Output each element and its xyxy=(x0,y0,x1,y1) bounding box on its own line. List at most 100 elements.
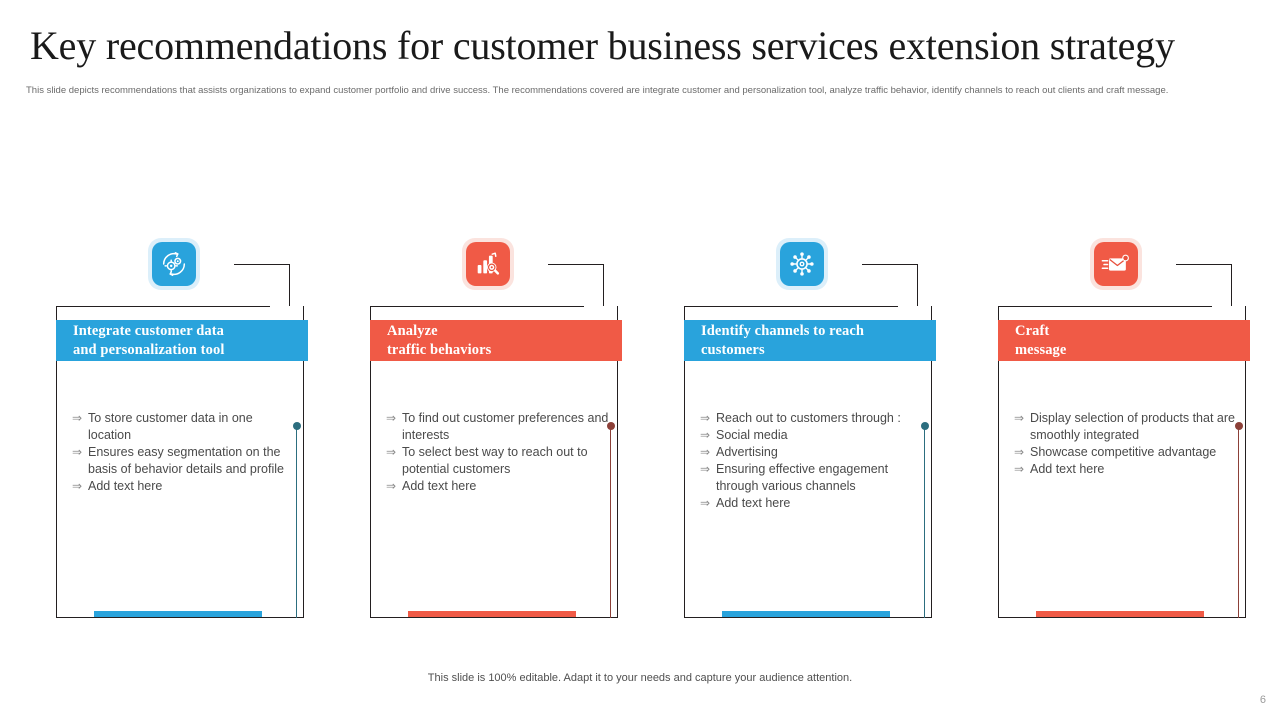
connector-vertical xyxy=(917,264,918,306)
connector-horizontal xyxy=(1176,264,1232,265)
card-icon-tile[interactable] xyxy=(462,238,514,290)
list-item-label: Add text here xyxy=(402,479,477,493)
card-icon-tile[interactable] xyxy=(148,238,200,290)
card-title-line2: traffic behaviors xyxy=(387,341,492,358)
list-item: ⇒ To select best way to reach out to pote… xyxy=(386,444,610,478)
list-item: ⇒Add text here xyxy=(72,478,296,495)
recommendation-card[interactable]: Identify channels to reach customers ⇒ Reac… xyxy=(672,228,976,624)
card-frame xyxy=(998,306,1246,618)
double-arrow-icon: ⇒ xyxy=(1014,445,1025,459)
recommendation-cards: Integrate customer data and personalizati… xyxy=(0,228,1280,628)
list-item: ⇒ Display selection of products that are … xyxy=(1014,410,1238,444)
page-title: Key recommendations for customer busines… xyxy=(30,23,1175,68)
list-item-label: Showcase competitive advantage xyxy=(1030,445,1217,459)
list-item: ⇒ Reach out to customers through : xyxy=(700,410,924,427)
card-title-line2: message xyxy=(1015,341,1067,358)
double-arrow-icon: ⇒ xyxy=(72,445,83,459)
list-item: ⇒ Add text here xyxy=(1014,461,1238,478)
card-stem xyxy=(292,422,301,618)
double-arrow-icon: ⇒ xyxy=(386,445,397,459)
card-stem-dot xyxy=(1234,422,1243,430)
card-accent-bar xyxy=(408,611,576,617)
list-item-label: Ensuring effective engagement through va… xyxy=(716,462,889,493)
card-title-line1: Craft xyxy=(1015,322,1050,339)
card-bullet-list: ⇒To store customer data in one location⇒… xyxy=(72,410,296,495)
card-frame xyxy=(684,306,932,618)
card-bullet-list: ⇒ Display selection of products that are … xyxy=(1014,410,1238,478)
card-stem-dot xyxy=(292,422,301,430)
list-item: ⇒ Showcase competitive advantage xyxy=(1014,444,1238,461)
card-title-line2: customers xyxy=(701,341,765,358)
card-icon-tile[interactable] xyxy=(776,238,828,290)
card-frame-top xyxy=(684,306,898,307)
double-arrow-icon: ⇒ xyxy=(700,445,711,459)
double-arrow-icon: ⇒ xyxy=(386,411,397,425)
card-stem-dot xyxy=(606,422,615,430)
double-arrow-icon: ⇒ xyxy=(700,496,711,510)
connector-vertical xyxy=(603,264,604,306)
list-item-label: Social media xyxy=(716,428,788,442)
list-item: ⇒ Add text here xyxy=(700,495,924,512)
gears-refresh-icon xyxy=(152,242,196,286)
card-frame xyxy=(370,306,618,618)
card-title-line1: Identify channels to reach xyxy=(701,322,865,339)
card-bullet-list: ⇒ To find out customer preferences and in… xyxy=(386,410,610,495)
card-bullet-list: ⇒ Reach out to customers through : ⇒ Social… xyxy=(700,410,924,512)
page-subtitle: This slide depicts recommendations that … xyxy=(26,85,1169,96)
connector-horizontal xyxy=(234,264,290,265)
connector-vertical xyxy=(289,264,290,306)
network-hub-icon xyxy=(780,242,824,286)
card-stem xyxy=(920,422,929,618)
list-item-label: To find out customer preferences and int… xyxy=(402,411,609,442)
card-frame xyxy=(56,306,304,618)
recommendation-card[interactable]: Analyze traffic behaviors ⇒ To find out cus… xyxy=(358,228,662,624)
list-item-label: Ensures easy segmentation on the basis o… xyxy=(88,445,284,476)
double-arrow-icon: ⇒ xyxy=(1014,462,1025,476)
footer-note: This slide is 100% editable. Adapt it to… xyxy=(427,672,853,684)
list-item-label: Display selection of products that are s… xyxy=(1030,411,1235,442)
card-title-line1: Integrate customer data xyxy=(73,322,225,339)
recommendation-card[interactable]: Craft message ⇒ Display selection of produ… xyxy=(986,228,1280,624)
list-item-label: To store customer data in one location xyxy=(88,411,253,442)
card-header-band: Identify channels to reach customers xyxy=(684,320,936,361)
card-icon-tile[interactable] xyxy=(1090,238,1142,290)
card-header-band: Analyze traffic behaviors xyxy=(370,320,622,361)
list-item-label: Add text here xyxy=(716,496,791,510)
card-accent-bar xyxy=(94,611,262,617)
recommendation-card[interactable]: Integrate customer data and personalizati… xyxy=(44,228,348,624)
double-arrow-icon: ⇒ xyxy=(386,479,397,493)
connector-horizontal xyxy=(862,264,918,265)
card-stem-dot xyxy=(920,422,929,430)
card-title-line1: Analyze xyxy=(387,322,438,339)
card-frame-top xyxy=(56,306,270,307)
card-title-line2: and personalization tool xyxy=(73,341,225,358)
card-header-band: Integrate customer data and personalizati… xyxy=(56,320,308,361)
list-item: ⇒ Ensures easy segmentation on the basis … xyxy=(72,444,296,478)
card-header-band: Craft message xyxy=(998,320,1250,361)
connector-horizontal xyxy=(548,264,604,265)
card-frame-top xyxy=(370,306,584,307)
double-arrow-icon: ⇒ xyxy=(700,411,711,425)
list-item: ⇒ Social media xyxy=(700,427,924,444)
list-item-label: Reach out to customers through : xyxy=(716,411,901,425)
card-accent-bar xyxy=(722,611,890,617)
list-item-label: Add text here xyxy=(88,479,163,493)
list-item-label: Add text here xyxy=(1030,462,1105,476)
list-item: ⇒ Add text here xyxy=(386,478,610,495)
list-item: ⇒ To store customer data in one location xyxy=(72,410,296,444)
double-arrow-icon: ⇒ xyxy=(72,411,83,425)
list-item: ⇒ Advertising xyxy=(700,444,924,461)
list-item-label: Advertising xyxy=(716,445,778,459)
envelope-notification-icon xyxy=(1094,242,1138,286)
list-item: ⇒ Ensuring effective engagement through v… xyxy=(700,461,924,495)
double-arrow-icon: ⇒ xyxy=(700,462,711,476)
card-stem xyxy=(1234,422,1243,618)
card-frame-top xyxy=(998,306,1212,307)
list-item-label: To select best way to reach out to poten… xyxy=(402,445,588,476)
page-number: 6 xyxy=(1259,694,1266,706)
double-arrow-icon: ⇒ xyxy=(1014,411,1025,425)
card-accent-bar xyxy=(1036,611,1204,617)
list-item: ⇒ To find out customer preferences and in… xyxy=(386,410,610,444)
double-arrow-icon: ⇒ xyxy=(700,428,711,442)
connector-vertical xyxy=(1231,264,1232,306)
